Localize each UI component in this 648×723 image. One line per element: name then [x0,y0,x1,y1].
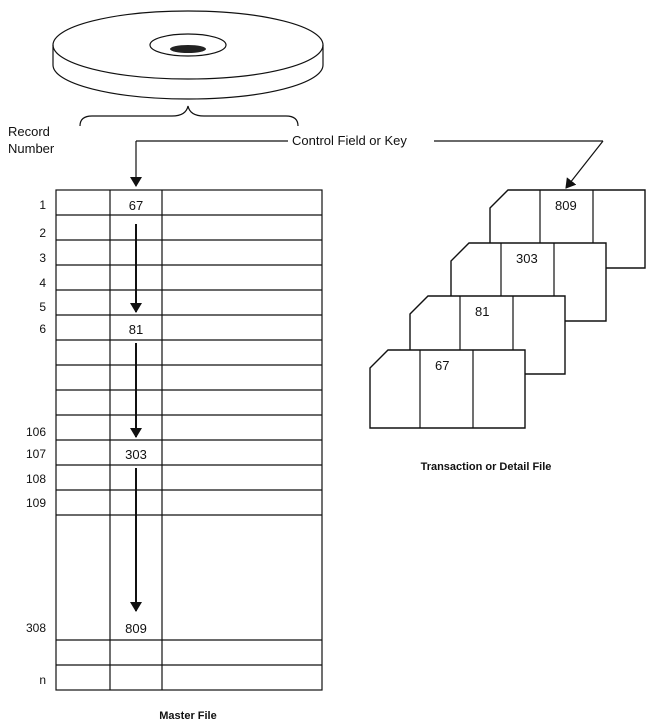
master-key-81: 81 [129,322,143,337]
master-file-caption: Master File [159,710,216,722]
record-number-4: 4 [39,276,46,290]
control-field-label: Control Field or Key [292,133,407,148]
record-number-308: 308 [26,621,46,635]
master-key-303: 303 [125,447,147,462]
record-number-5: 5 [39,300,46,314]
record-number-label-line2: Number [8,141,55,156]
transaction-card-67: 67 [370,350,525,428]
record-number-2: 2 [39,226,46,240]
record-number-6: 6 [39,322,46,336]
record-brace [80,106,298,126]
control-field-arrow-card [566,141,603,188]
record-number-1: 1 [39,198,46,212]
transaction-key-303: 303 [516,251,538,266]
transaction-file-cards: 809 303 81 67 [370,190,645,428]
master-key-67: 67 [129,198,143,213]
transaction-key-67: 67 [435,358,449,373]
record-number-3: 3 [39,251,46,265]
record-number-n: n [39,673,46,687]
record-number-108: 108 [26,472,46,486]
master-key-809: 809 [125,621,147,636]
transaction-key-81: 81 [475,304,489,319]
record-number-109: 109 [26,496,46,510]
disk-icon [53,11,323,99]
record-number-label-line1: Record [8,124,50,139]
transaction-file-caption: Transaction or Detail File [421,461,552,473]
record-number-106: 106 [26,425,46,439]
transaction-key-809: 809 [555,198,577,213]
record-number-107: 107 [26,447,46,461]
